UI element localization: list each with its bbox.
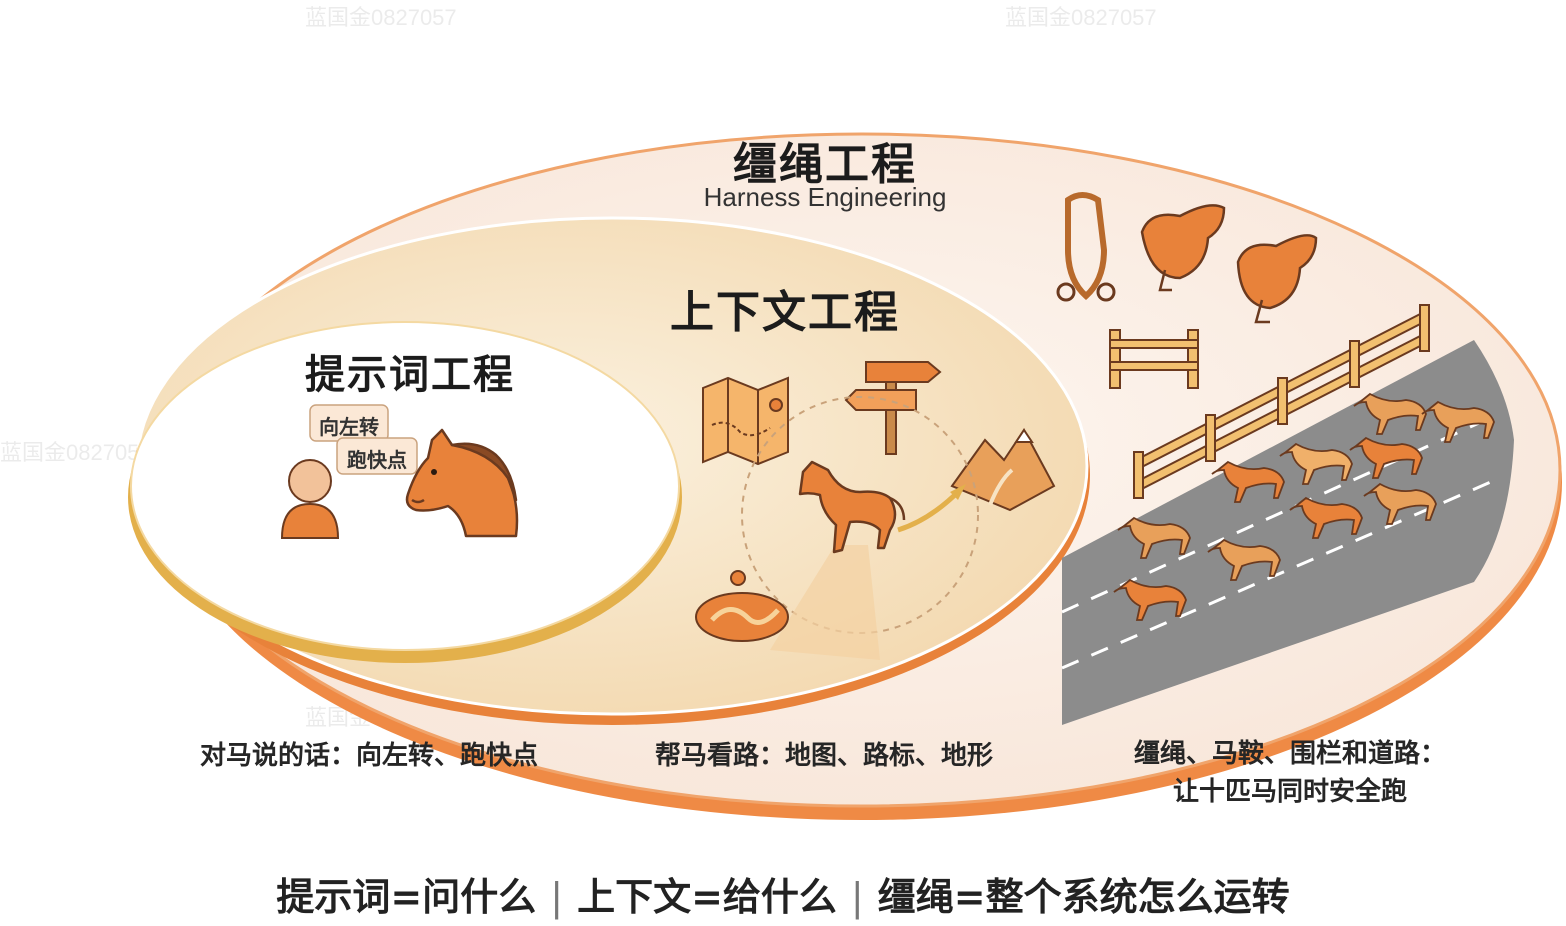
road-icon <box>1061 340 1514 725</box>
inner-caption: 对马说的话：向左转、跑快点 <box>200 741 539 771</box>
horse-head-icon <box>405 428 519 538</box>
person-icon <box>280 459 340 539</box>
middle-caption: 帮马看路：地图、路标、地形 <box>655 741 994 771</box>
outer-caption-line2: 让十匹马同时安全跑 <box>1172 777 1407 807</box>
footer-part-context: 上下文=给什么 <box>577 875 837 919</box>
map-icon <box>702 376 789 466</box>
outer-subtitle: Harness Engineering <box>703 182 947 212</box>
footer-summary: 提示词=问什么 | 上下文=给什么 | 缰绳=整个系统怎么运转 <box>0 866 1566 921</box>
outer-title: 缰绳工程 <box>733 139 917 190</box>
path-icon <box>695 396 979 660</box>
footer-separator-2: | <box>850 875 864 919</box>
footer-part-prompt: 提示词=问什么 <box>276 875 537 919</box>
signpost-icon <box>844 361 942 455</box>
long-fence <box>1133 304 1430 499</box>
middle-title: 上下文工程 <box>670 287 900 338</box>
herd-icon <box>1113 392 1495 621</box>
watermark-text-3: 蓝国金0827057 <box>0 440 152 465</box>
mountain-icon <box>950 428 1056 512</box>
bridle-icon <box>1056 192 1116 302</box>
outer-caption: 缰绳、马鞍、围栏和道路： 让十匹马同时安全跑 <box>1130 735 1450 811</box>
running-horse-icon <box>798 460 906 554</box>
watermark-text-1: 蓝国金0827057 <box>305 5 457 30</box>
bubble-text-turn-left: 向左转 <box>319 415 379 439</box>
watermark-text-2: 蓝国金0827057 <box>1005 5 1157 30</box>
fence-icon <box>1109 329 1199 389</box>
inner-title: 提示词工程 <box>305 352 515 398</box>
bubble-text-run-faster: 跑快点 <box>347 448 407 472</box>
footer-part-harness: 缰绳=整个系统怎么运转 <box>877 875 1290 919</box>
footer-separator-1: | <box>550 875 564 919</box>
outer-caption-line1: 缰绳、马鞍、围栏和道路： <box>1133 739 1446 769</box>
inner-ellipse <box>128 321 682 663</box>
saddle-icon <box>1140 204 1318 324</box>
speech-bubble-run-faster <box>336 437 418 475</box>
